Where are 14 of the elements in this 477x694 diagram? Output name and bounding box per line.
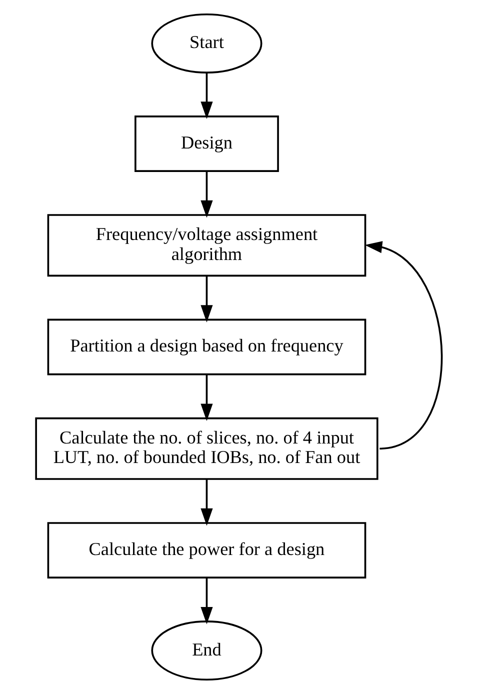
arrow — [200, 72, 212, 119]
arrow — [364, 241, 442, 450]
arrow — [200, 479, 212, 526]
arrow — [200, 374, 212, 422]
node-box: Frequency/voltage assignment algorithm — [46, 214, 366, 277]
node-ellipse: Start — [150, 13, 262, 74]
node-box: Calculate the no. of slices, no. of 4 input LUT, no. of bounded IOBs, no. of Fan out — [34, 417, 378, 480]
node-box: Calculate the power for a design — [46, 522, 366, 578]
arrow — [200, 171, 212, 218]
arrow — [200, 578, 212, 624]
node-box: Partition a design based on frequency — [46, 318, 366, 376]
arrow — [200, 276, 212, 322]
node-ellipse: End — [150, 620, 262, 681]
node-box: Design — [134, 116, 278, 172]
